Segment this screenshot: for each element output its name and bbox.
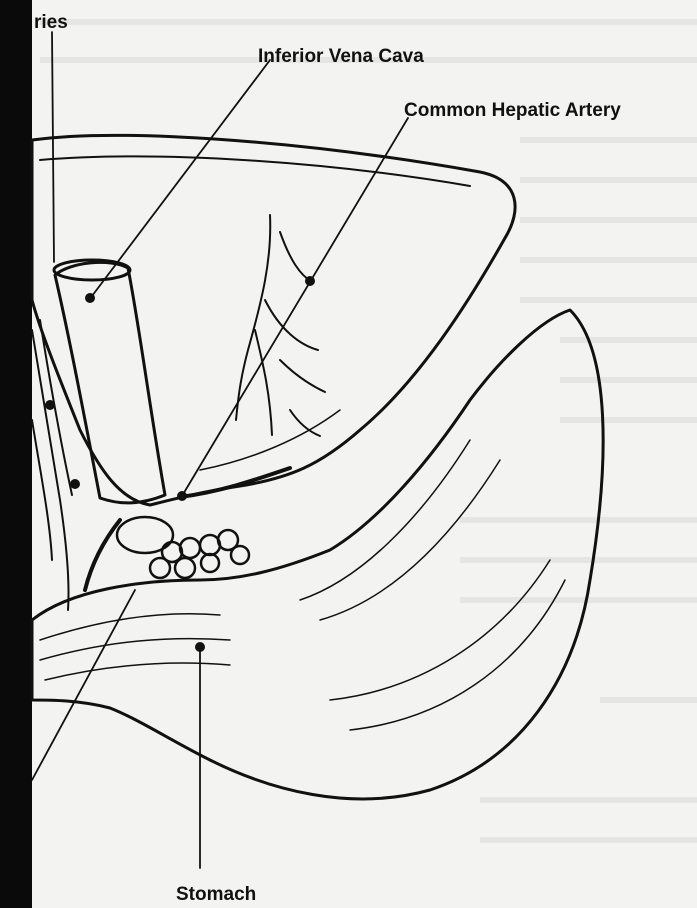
label-inferior-vena-cava: Inferior Vena Cava [258,46,424,67]
label-arteries-partial: ries [34,12,68,33]
label-stomach: Stomach [176,884,256,905]
label-common-hepatic-artery: Common Hepatic Artery [404,100,621,121]
artery-pointer-dot [45,400,55,410]
left-edge-shadow [0,0,32,908]
artery-pointer-dot-2 [70,479,80,489]
